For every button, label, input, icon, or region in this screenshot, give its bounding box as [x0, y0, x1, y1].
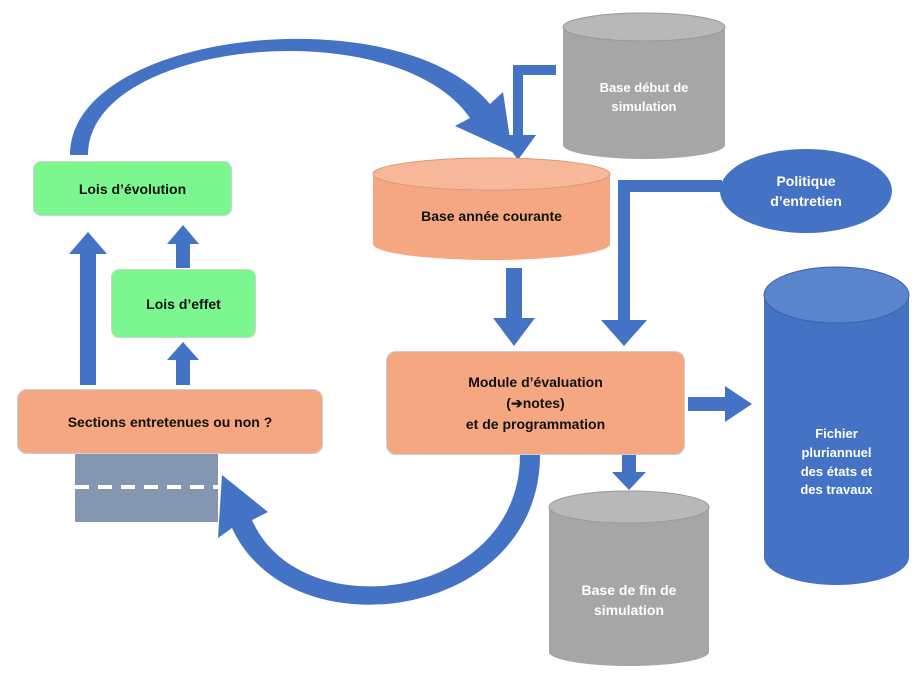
arrow-module-to-fichier	[688, 386, 752, 422]
node-lois-evolution: Lois d’évolution	[33, 161, 232, 216]
arrow-effet-to-evolution	[167, 225, 199, 268]
node-fichier-line-4: des travaux	[800, 482, 873, 498]
ellipse-politique	[720, 149, 892, 233]
cylinder-base-fin	[548, 490, 710, 666]
cylinder-fichier	[763, 266, 910, 585]
node-fichier: Fichier pluriannuel des états et des tra…	[764, 410, 909, 515]
node-politique-line-1: Politique	[776, 172, 836, 189]
node-module: Module d’évaluation (➔notes) et de progr…	[386, 351, 685, 455]
arrow-sections-to-evolution	[69, 232, 107, 385]
node-lois-evolution-label: Lois d’évolution	[78, 180, 187, 197]
node-base-fin-line-2: simulation	[593, 602, 664, 618]
curved-arrow-top	[70, 38, 512, 155]
node-base-debut-line-1: Base début de	[599, 80, 689, 96]
cylinder-base-debut	[562, 12, 726, 159]
node-module-line-2: (➔notes)	[506, 394, 565, 411]
curved-arrow-bottom	[218, 455, 540, 605]
node-module-line-1: Module d’évaluation	[468, 373, 603, 390]
elbow-arrow-politique	[601, 180, 722, 346]
road-icon	[75, 453, 218, 522]
node-lois-effet: Lois d’effet	[111, 269, 256, 338]
node-politique: Politique d’entretien	[720, 160, 892, 222]
node-fichier-line-1: Fichier	[815, 425, 858, 441]
node-module-line-3: et de programmation	[465, 415, 606, 432]
node-sections: Sections entretenues ou non ?	[17, 389, 323, 454]
node-fichier-line-2: pluriannuel	[801, 444, 872, 460]
arrow-base-to-module	[493, 268, 535, 346]
elbow-arrow-base-debut	[500, 65, 556, 160]
node-base-debut: Base début de simulation	[563, 62, 725, 134]
node-base-debut-line-2: simulation	[611, 99, 677, 114]
node-lois-effet-label: Lois d’effet	[146, 295, 221, 312]
arrow-module-to-base-fin	[612, 455, 646, 490]
node-base-courante-label: Base année courante	[421, 207, 562, 224]
node-base-courante: Base année courante	[373, 190, 610, 242]
node-fichier-line-3: des états et	[800, 463, 873, 479]
node-base-fin: Base de fin de simulation	[549, 568, 709, 632]
node-sections-label: Sections entretenues ou non ?	[67, 413, 273, 430]
arrow-sections-to-effet	[167, 342, 199, 385]
node-base-fin-line-1: Base de fin de	[581, 581, 677, 598]
node-politique-line-2: d’entretien	[770, 193, 842, 209]
cylinder-base-courante	[372, 157, 611, 260]
